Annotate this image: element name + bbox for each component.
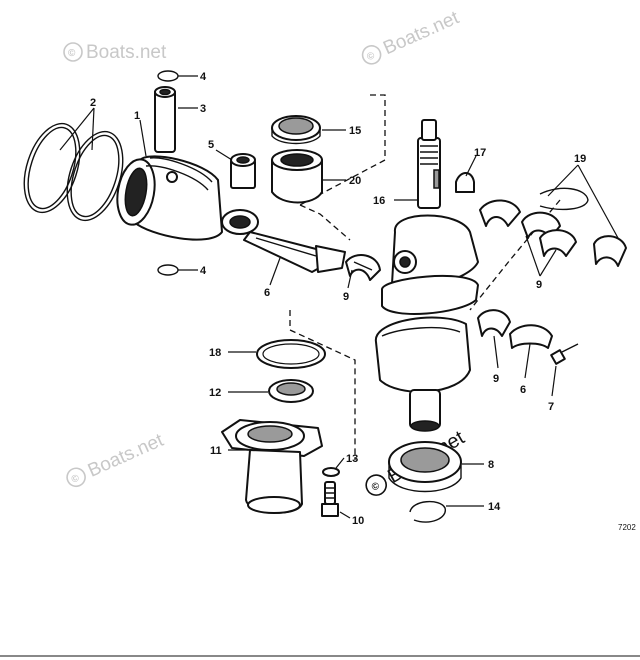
callout-13: 13 [346,453,358,465]
washer [322,467,340,477]
callout-2: 2 [90,97,96,109]
callout-9-right: 9 [536,279,542,291]
callout-10: 10 [352,515,364,527]
pin-clip-top [157,70,179,82]
alignment-lines [289,94,561,460]
callout-3: 3 [200,103,206,115]
callout-6-rod: 6 [264,287,270,299]
svg-text:©: © [70,472,82,485]
svg-text:Boats.net: Boats.net [85,430,168,482]
callout-11: 11 [210,445,222,457]
ball-bearing [388,441,462,493]
callout-9-lower: 9 [493,373,499,385]
connecting-rod [221,209,346,273]
callout-12: 12 [209,387,221,399]
piston [116,155,223,241]
callout-16: 16 [373,195,385,207]
callout-1: 1 [134,110,140,122]
callout-6-cap: 6 [520,384,526,396]
needle-bearing-small [230,153,256,189]
callout-19: 19 [574,153,586,165]
pin-clip-bottom [157,264,179,276]
retaining-ring-and-bearings [477,187,627,337]
callout-labels: 4 3 2 1 5 15 20 16 17 19 4 6 9 9 9 6 7 1… [90,71,586,527]
lower-bearing-housing [221,419,323,514]
watermark-top-left: © Boats.net [63,42,167,63]
crankshaft [374,119,479,432]
piston-pin [154,86,176,153]
rod-bearing-left [345,254,381,281]
callout-7: 7 [548,401,554,413]
woodruff-key [455,172,475,193]
rod-cap [509,324,553,349]
callout-8: 8 [488,459,494,471]
watermark-top-right: © Boats.net [361,7,463,65]
callout-17: 17 [474,147,486,159]
svg-text:©: © [68,48,76,59]
svg-text:Boats.net: Boats.net [380,7,463,59]
callout-9-left: 9 [343,291,349,303]
watermark-bottom-left: © Boats.net [66,430,168,488]
snap-ring [409,501,446,523]
seal [271,115,321,145]
callout-20: 20 [349,175,361,187]
leader-lines [59,75,619,519]
callout-4-top: 4 [200,71,207,83]
lower-seal [268,379,314,403]
svg-text:Boats.net: Boats.net [86,42,167,63]
rod-cap-screw [550,343,579,365]
callout-5: 5 [208,139,214,151]
svg-text:©: © [365,50,377,63]
callout-15: 15 [349,125,361,137]
callout-18: 18 [209,347,221,359]
callout-4-bottom: 4 [200,265,207,277]
crank-bearing [271,149,323,204]
housing-screw [321,481,339,517]
drawing-number: 7202 [618,523,636,532]
svg-text:©: © [370,480,382,494]
callout-14: 14 [488,501,501,513]
